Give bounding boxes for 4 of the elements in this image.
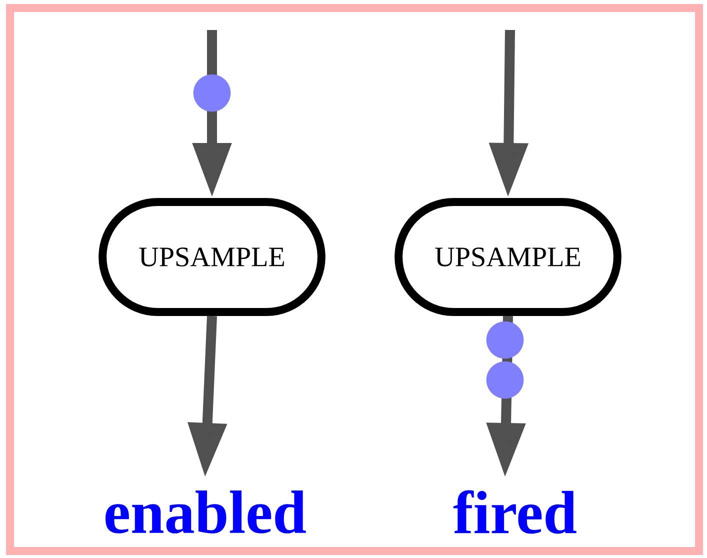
process-box: UPSAMPLE: [98, 198, 326, 316]
process-box: UPSAMPLE: [394, 198, 622, 316]
state-label: fired: [453, 490, 576, 534]
state-label: enabled: [106, 490, 306, 534]
